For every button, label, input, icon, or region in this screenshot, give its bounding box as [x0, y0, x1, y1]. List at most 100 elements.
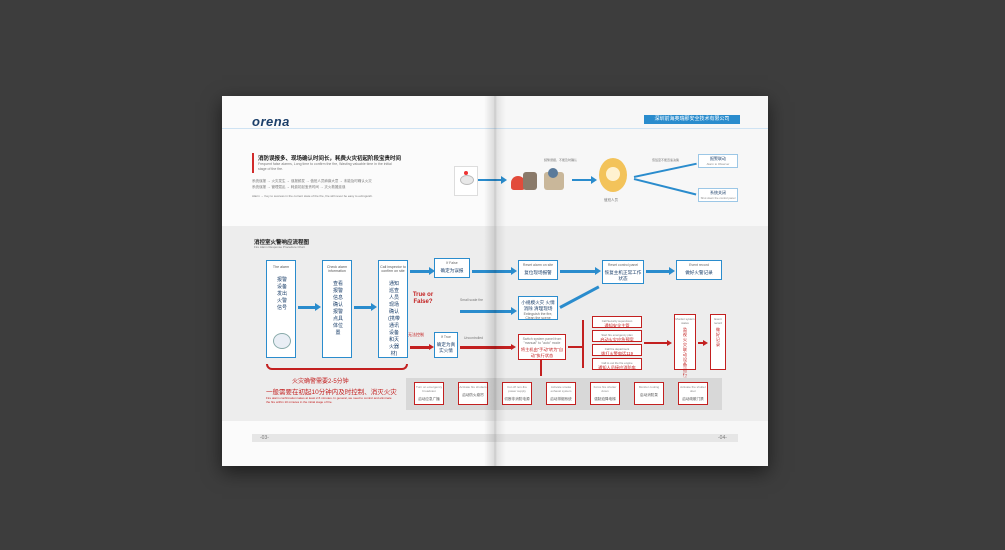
red-branch-line [582, 320, 584, 368]
lion-face-icon [606, 167, 620, 181]
action-smoke-zh: 启动排烟系统 [550, 397, 572, 401]
action-shutters-zh: 启动防火卷帘 [462, 393, 484, 397]
action-power-en: Cut off non-fire power supply [507, 385, 527, 393]
linkage-actions-row: Turn on emergency broadcast 启动应急广播 Activ… [406, 378, 722, 410]
arrow-head-icon [511, 344, 516, 350]
book-gutter-shadow [484, 96, 506, 466]
red-flow-arrow [644, 342, 668, 344]
unable-control-label: 无法控制 [408, 332, 424, 337]
false-alarm-zh: 确定为误报 [440, 268, 464, 273]
company-name-banner: 深圳前海奥瑞那安全技术有限公司 [644, 115, 740, 124]
call-security-box: Call Security supervision 通知安全主管 [592, 316, 642, 328]
emergency-plan-zh: 启动火灾应急预案 [600, 337, 634, 342]
reset-panel-box: Reset control panel 恢复主机正常工作状态 [602, 260, 644, 284]
orena-logo: orena [252, 114, 290, 129]
warning-line-1: 火灾确警需要2-5分钟 [292, 379, 349, 385]
fire-scene-illustration [509, 166, 539, 196]
flow-arrow [298, 306, 316, 309]
event-record-en: Event record [689, 263, 709, 267]
time-bracket [266, 364, 408, 370]
step-check-en: Check alarm information [326, 265, 348, 273]
switch-panel-zh: 将主机由"手动"转为"自动"执行状态 [520, 347, 564, 358]
red-down-line [540, 360, 542, 376]
outcome-alarm-box: 报警联动 Alarm to Observer [698, 154, 738, 168]
fire-engine-en: Call to out the fire engine [601, 361, 633, 365]
action-shutters-box: Activate fire shutters 启动防火卷帘 [458, 382, 488, 405]
brochure-spread: orena 深圳前海奥瑞那安全技术有限公司 消防误报多、现场确认时间长，耗费火灾… [222, 96, 768, 466]
flow-arrow [646, 270, 670, 273]
event-record-zh: 做好火警记录 [685, 270, 713, 275]
step-check-zh: 查看报警信息确认报警点具体位置 [332, 281, 343, 336]
false-alarm-box: If False 确定为误报 [434, 258, 470, 278]
event-record2-zh: 做好记录 [715, 327, 721, 347]
extinguish-box: 小规模火灾 火情消除 清理现场 Extinguish the fire, Cle… [518, 296, 558, 320]
step-inspect-box: Call inspector to confirm on site 通知巡查人员… [378, 260, 408, 358]
true-fire-zh: 确定为真实火情 [436, 342, 456, 353]
step-alarm-en: The alarm [272, 265, 290, 269]
action-power-box: Cut off non-fire power supply 切断非消防电源 [502, 382, 532, 405]
switch-panel-en: Switch system panel from "manual" to "au… [522, 337, 562, 345]
false-branch-arrow [410, 270, 430, 273]
flow-arrow [572, 179, 592, 181]
event-record-box: Event record 做好火警记录 [676, 260, 722, 280]
alarm-light-icon [464, 171, 468, 175]
extinguish-en: Extinguish the fire, Clean the scene [523, 312, 553, 320]
action-broadcast-en: Turn on emergency broadcast [416, 385, 442, 393]
outcome-alarm-en: Alarm to Observer [706, 162, 730, 166]
action-elevator-en: Force fire shutter down [593, 385, 617, 393]
call-fire-dept-en: Call fire department [604, 347, 630, 351]
arrow-head-icon [371, 303, 377, 311]
section1-body2: 系统误报 → 管理混乱 → 耗费初起宝贵时间 → 灭火救援延误 [252, 185, 346, 189]
action-door-en: Activate fire shutter door [680, 385, 706, 393]
true-fire-box: If True 确定为真实火情 [434, 332, 458, 358]
call-security-en: Call Security supervision [601, 319, 633, 323]
action-pump-box: Monitor cooling 启动消防泵 [634, 382, 664, 405]
outcome-shutdown-zh: 系统关闭 [710, 190, 726, 195]
reset-panel-en: Reset control panel [607, 263, 639, 267]
section1-subtitle: Frequent false alarms, Long time to conf… [258, 162, 392, 171]
lion-mascot-illustration [599, 158, 627, 192]
true-fire-en: If True [441, 335, 451, 339]
smoke-detector-card [454, 166, 478, 196]
page-number-right: -04- [718, 435, 727, 441]
action-smoke-en: Activate smoke exhaust system [550, 385, 572, 393]
step-inspect-en: Call inspector to confirm on site [380, 265, 406, 273]
action-smoke-box: Activate smoke exhaust system 启动排烟系统 [546, 382, 576, 405]
small-fire-label: Small scale fire [460, 298, 483, 302]
arrow-head-icon [315, 303, 321, 311]
reset-panel-zh: 恢复主机正常工作状态 [604, 270, 642, 281]
flow-label-2: 值班人员 [604, 198, 618, 202]
warning-line-2: 一般需要在初起10分钟内及时控制、消灭火灾 [266, 389, 397, 396]
step-inspect-zh: 通知巡查人员现场确认(携带通讯设备和灭火器材) [388, 281, 400, 357]
emergency-plan-box: Start fire emergency plan 启动火灾应急预案 [592, 330, 642, 342]
action-broadcast-zh: 启动应急广播 [418, 397, 440, 401]
arrow-head-icon [511, 307, 517, 315]
section1-title: 消防误报多、现场确认时间长，耗费火灾初起阶段宝贵时间 [258, 156, 402, 162]
arrow-head-icon [511, 267, 517, 275]
call-fire-dept-box: Call fire department 拨打火警电话119 [592, 344, 642, 356]
arrow-head-icon [667, 340, 672, 346]
outcome-shutdown-box: 系统关闭 Shut down the control panel [698, 188, 738, 202]
flow-arrow [354, 306, 372, 309]
arrow-head-icon [429, 267, 435, 275]
action-elevator-zh: 强制迫降电梯 [594, 397, 616, 401]
step-alarm-zh: 报警设备发出火警信号 [276, 277, 287, 311]
reset-alarm-box: Reset alarm on site 复位现场报警 [518, 260, 558, 280]
emergency-plan-en: Start fire emergency plan [601, 333, 633, 337]
monitor-status-en: Monitor system status [675, 317, 695, 325]
action-pump-en: Monitor cooling [638, 385, 660, 389]
uncontrolled-label: Uncontrolled [464, 336, 484, 340]
action-elevator-box: Force fire shutter down 强制迫降电梯 [590, 382, 620, 405]
section1-accent-bar [252, 153, 254, 173]
section2-subtitle: Fire Alarm Response Procedure Chart [254, 245, 305, 249]
outcome-shutdown-en: Shut down the control panel [700, 196, 736, 200]
event-record2-en: Event record [714, 317, 722, 325]
section1-body1: 系统误报 → 火灾发生 → 误报频发 → 值班人员麻痹大意 → 未能及时确认火灾 [252, 179, 372, 183]
true-or-false-label: True or False? [412, 292, 434, 305]
action-door-box: Activate fire shutter door 启动疏散门禁 [678, 382, 708, 405]
reset-alarm-zh: 复位现场报警 [524, 270, 552, 275]
fire-engine-zh: 通知人员接应消防车 [598, 365, 636, 370]
flow-arrow [560, 270, 596, 273]
step-check-box: Check alarm information 查看报警信息确认报警点具体位置 [322, 260, 352, 358]
person-icon [548, 168, 558, 178]
